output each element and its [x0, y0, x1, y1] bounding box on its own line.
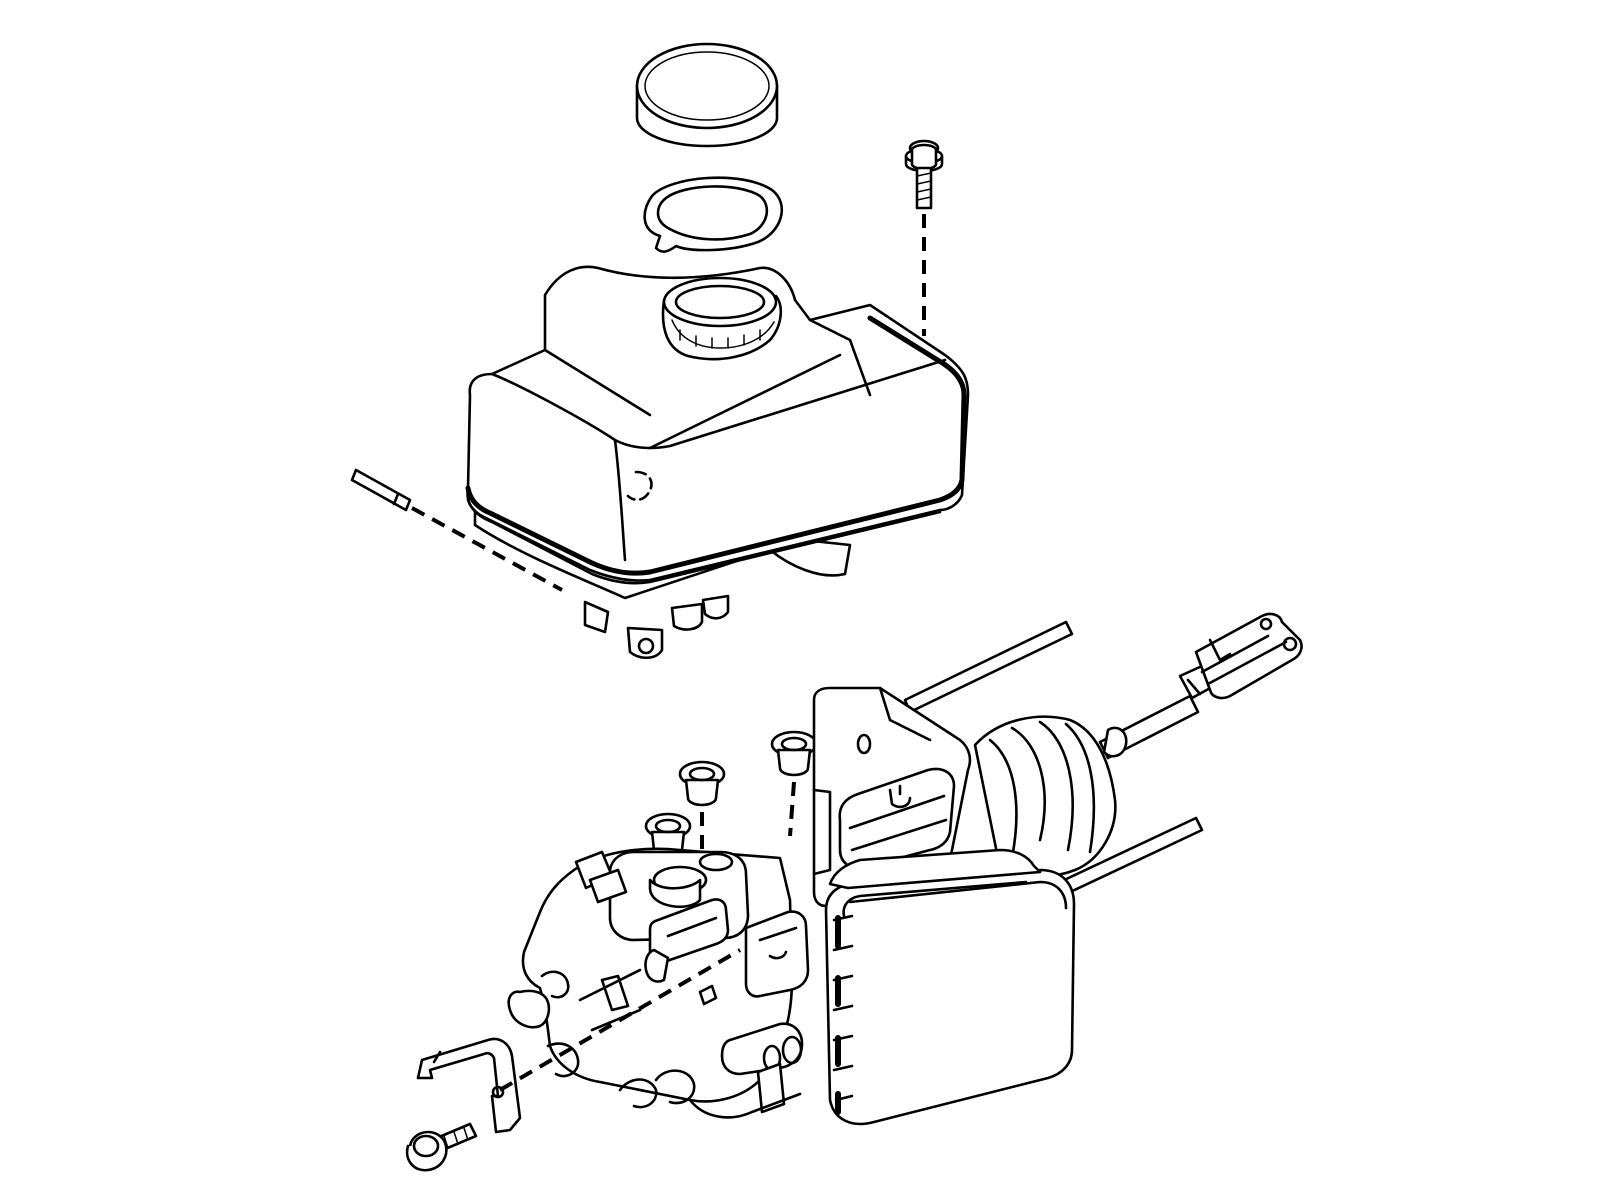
- reservoir-cap: [635, 42, 779, 148]
- pin-leader-line: [411, 506, 563, 592]
- mounting-bracket: [416, 1037, 522, 1134]
- grommet: [678, 760, 726, 807]
- booster-housing-box: [824, 848, 1076, 1126]
- master-cylinder: [507, 847, 810, 1119]
- pushrod-clevis: [1194, 612, 1303, 700]
- fluid-reservoir: [465, 265, 970, 660]
- bracket-leader-line: [498, 948, 742, 1092]
- grommet-leader-line: [788, 781, 796, 837]
- bracket-bolt: [405, 1122, 478, 1172]
- grommet: [770, 730, 818, 777]
- booster-mounting-flange: [812, 686, 972, 908]
- cap-seal-ring: [643, 176, 784, 253]
- reservoir-grommets: [644, 730, 818, 859]
- retaining-pin: [350, 468, 412, 512]
- reservoir-mounting-bolt: [904, 139, 944, 210]
